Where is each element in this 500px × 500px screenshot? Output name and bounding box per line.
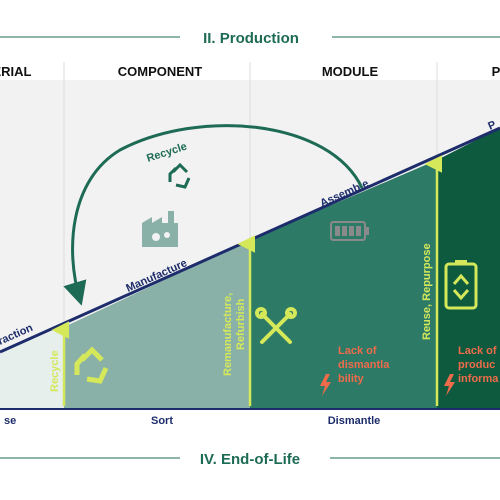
barrier-product-info-line3: informa: [458, 373, 499, 385]
recycle-large-icon: [74, 346, 109, 384]
battery-icon: [330, 221, 369, 241]
lightning-warning-icon: [444, 374, 455, 396]
column-heading-component: COMPONENT: [118, 64, 203, 79]
header-title: II. Production: [203, 30, 299, 47]
label-remanufacture-line2: Refurbish: [235, 298, 247, 350]
footer-title: IV. End-of-Life: [200, 451, 300, 468]
label-remanufacture-line1: Remanufacture,: [222, 293, 234, 376]
segment-product: [437, 128, 500, 408]
barrier-dismantlability-line3: bility: [338, 373, 365, 385]
header-box: [180, 24, 332, 50]
column-heading-material: ERIAL: [0, 64, 32, 79]
recycle-curve-arrow: [63, 124, 364, 306]
segment-material: [0, 327, 64, 408]
bottom-label-sort: Sort: [151, 415, 173, 427]
battery-recycle-icon: [444, 260, 478, 310]
lightning-warning-icon: [320, 374, 331, 396]
segment-module: [250, 160, 437, 408]
label-product-edge: P: [486, 119, 498, 133]
bottom-label-dismantle: Dismantle: [328, 415, 381, 427]
barrier-dismantlability-line1: Lack of: [338, 345, 377, 357]
column-heading-product: P: [492, 64, 500, 79]
segment-component: [64, 240, 250, 408]
column-heading-module: MODULE: [322, 64, 379, 79]
label-recycle-vertical: Recycle: [49, 350, 61, 392]
barrier-dismantlability-line2: dismantla: [338, 359, 390, 371]
footer-box: [180, 445, 330, 471]
label-reuse-vertical: Reuse, Repurpose: [421, 243, 433, 340]
barrier-product-info-line1: Lack of: [458, 345, 497, 357]
factory-icon: [142, 211, 178, 247]
recycle-icon: [168, 162, 191, 189]
barrier-product-info-line2: produc: [458, 359, 495, 371]
wrench-screwdriver-icon: [255, 307, 297, 344]
bottom-label-first: se: [4, 415, 16, 427]
